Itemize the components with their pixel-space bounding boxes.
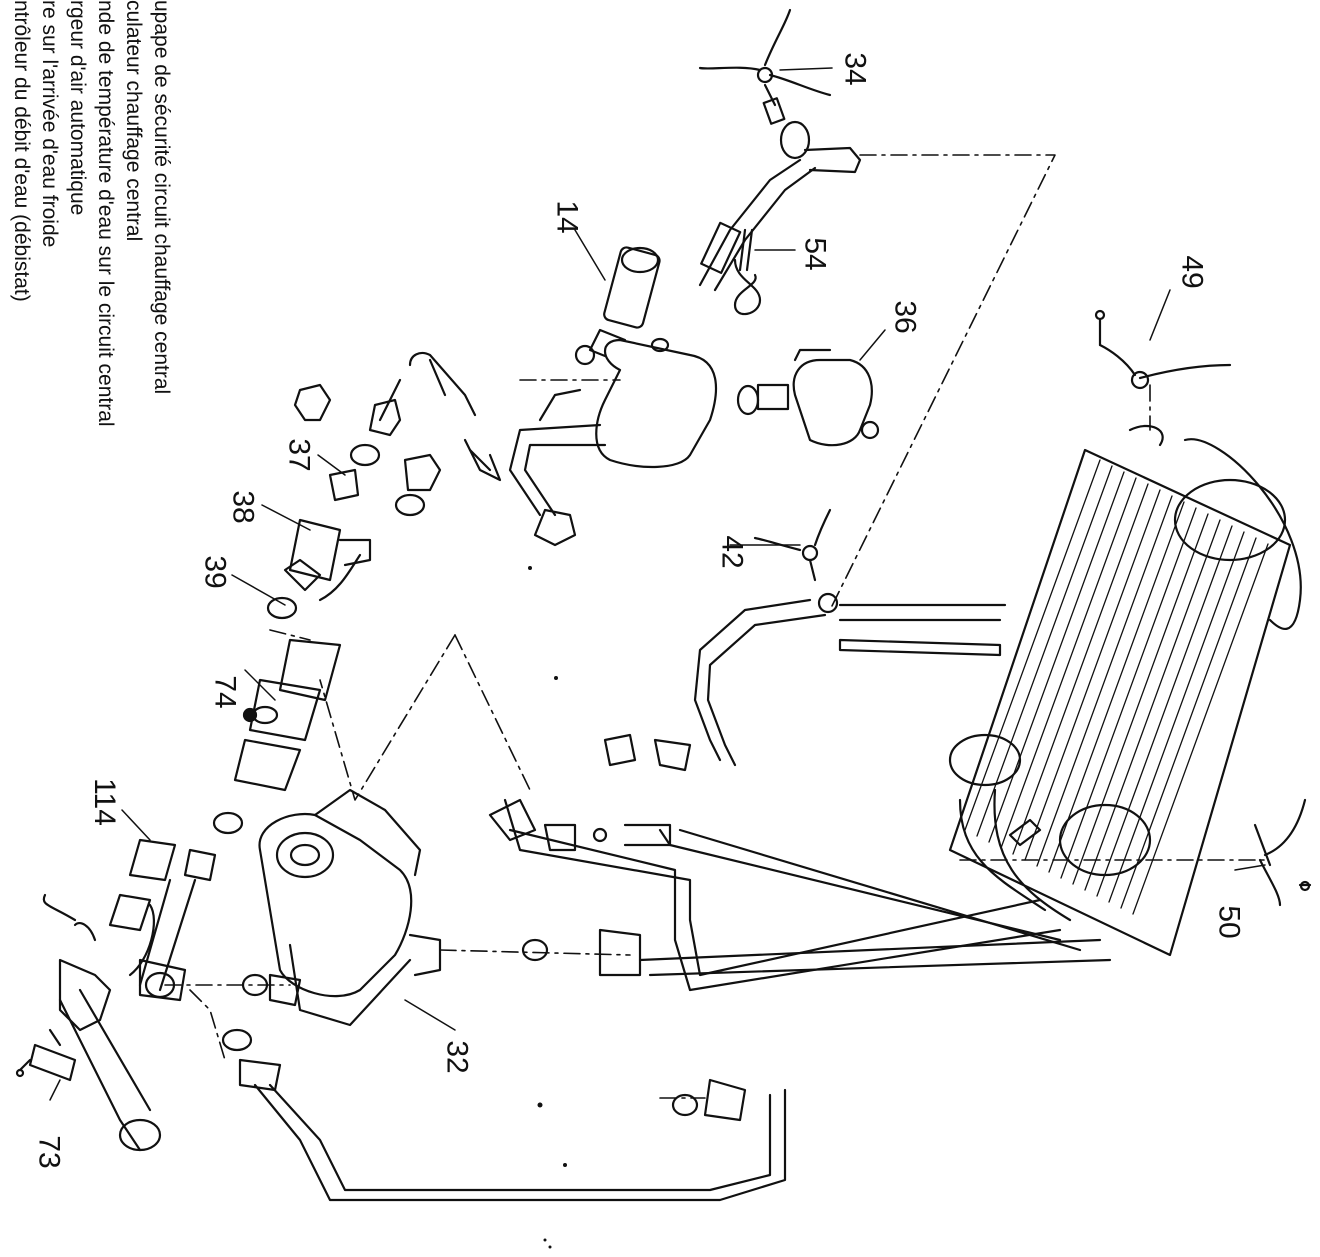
callout-54: 54 (798, 237, 832, 271)
callout-32: 32 (440, 1040, 474, 1074)
callout-37: 37 (282, 438, 316, 472)
circulation-pump-32 (221, 733, 787, 1202)
callout-73: 73 (32, 1135, 66, 1169)
callout-49: 49 (1175, 255, 1209, 289)
callout-42: 42 (715, 535, 749, 569)
cold-water-fittings (266, 351, 502, 620)
sensor-50 (1008, 798, 1312, 907)
temperature-sensor-34 (698, 8, 832, 125)
heat-exchanger (948, 424, 1302, 957)
callout-14: 14 (550, 200, 584, 234)
callout-38: 38 (226, 490, 260, 524)
callout-36: 36 (888, 300, 922, 334)
micro-switch-73 (15, 1028, 77, 1082)
automatic-air-vent-36 (736, 348, 880, 447)
heating-pipes (503, 598, 1112, 992)
callout-34: 34 (838, 52, 872, 86)
callout-114: 114 (87, 778, 121, 826)
spring-clip-54 (733, 228, 762, 316)
flow-switch-74 (233, 638, 342, 792)
callout-50: 50 (1212, 905, 1246, 939)
callout-74: 74 (208, 675, 242, 709)
stray-marks (528, 566, 567, 1249)
leader-lines (49, 67, 1266, 1101)
assembly-lines (164, 154, 1266, 1099)
temperature-sensor-42 (753, 508, 839, 614)
top-return-pipe (698, 120, 862, 292)
callout-39: 39 (198, 555, 232, 589)
sensor-49 (1094, 309, 1232, 390)
water-filter-body (508, 337, 718, 547)
drain-fitting-114 (42, 811, 244, 1152)
